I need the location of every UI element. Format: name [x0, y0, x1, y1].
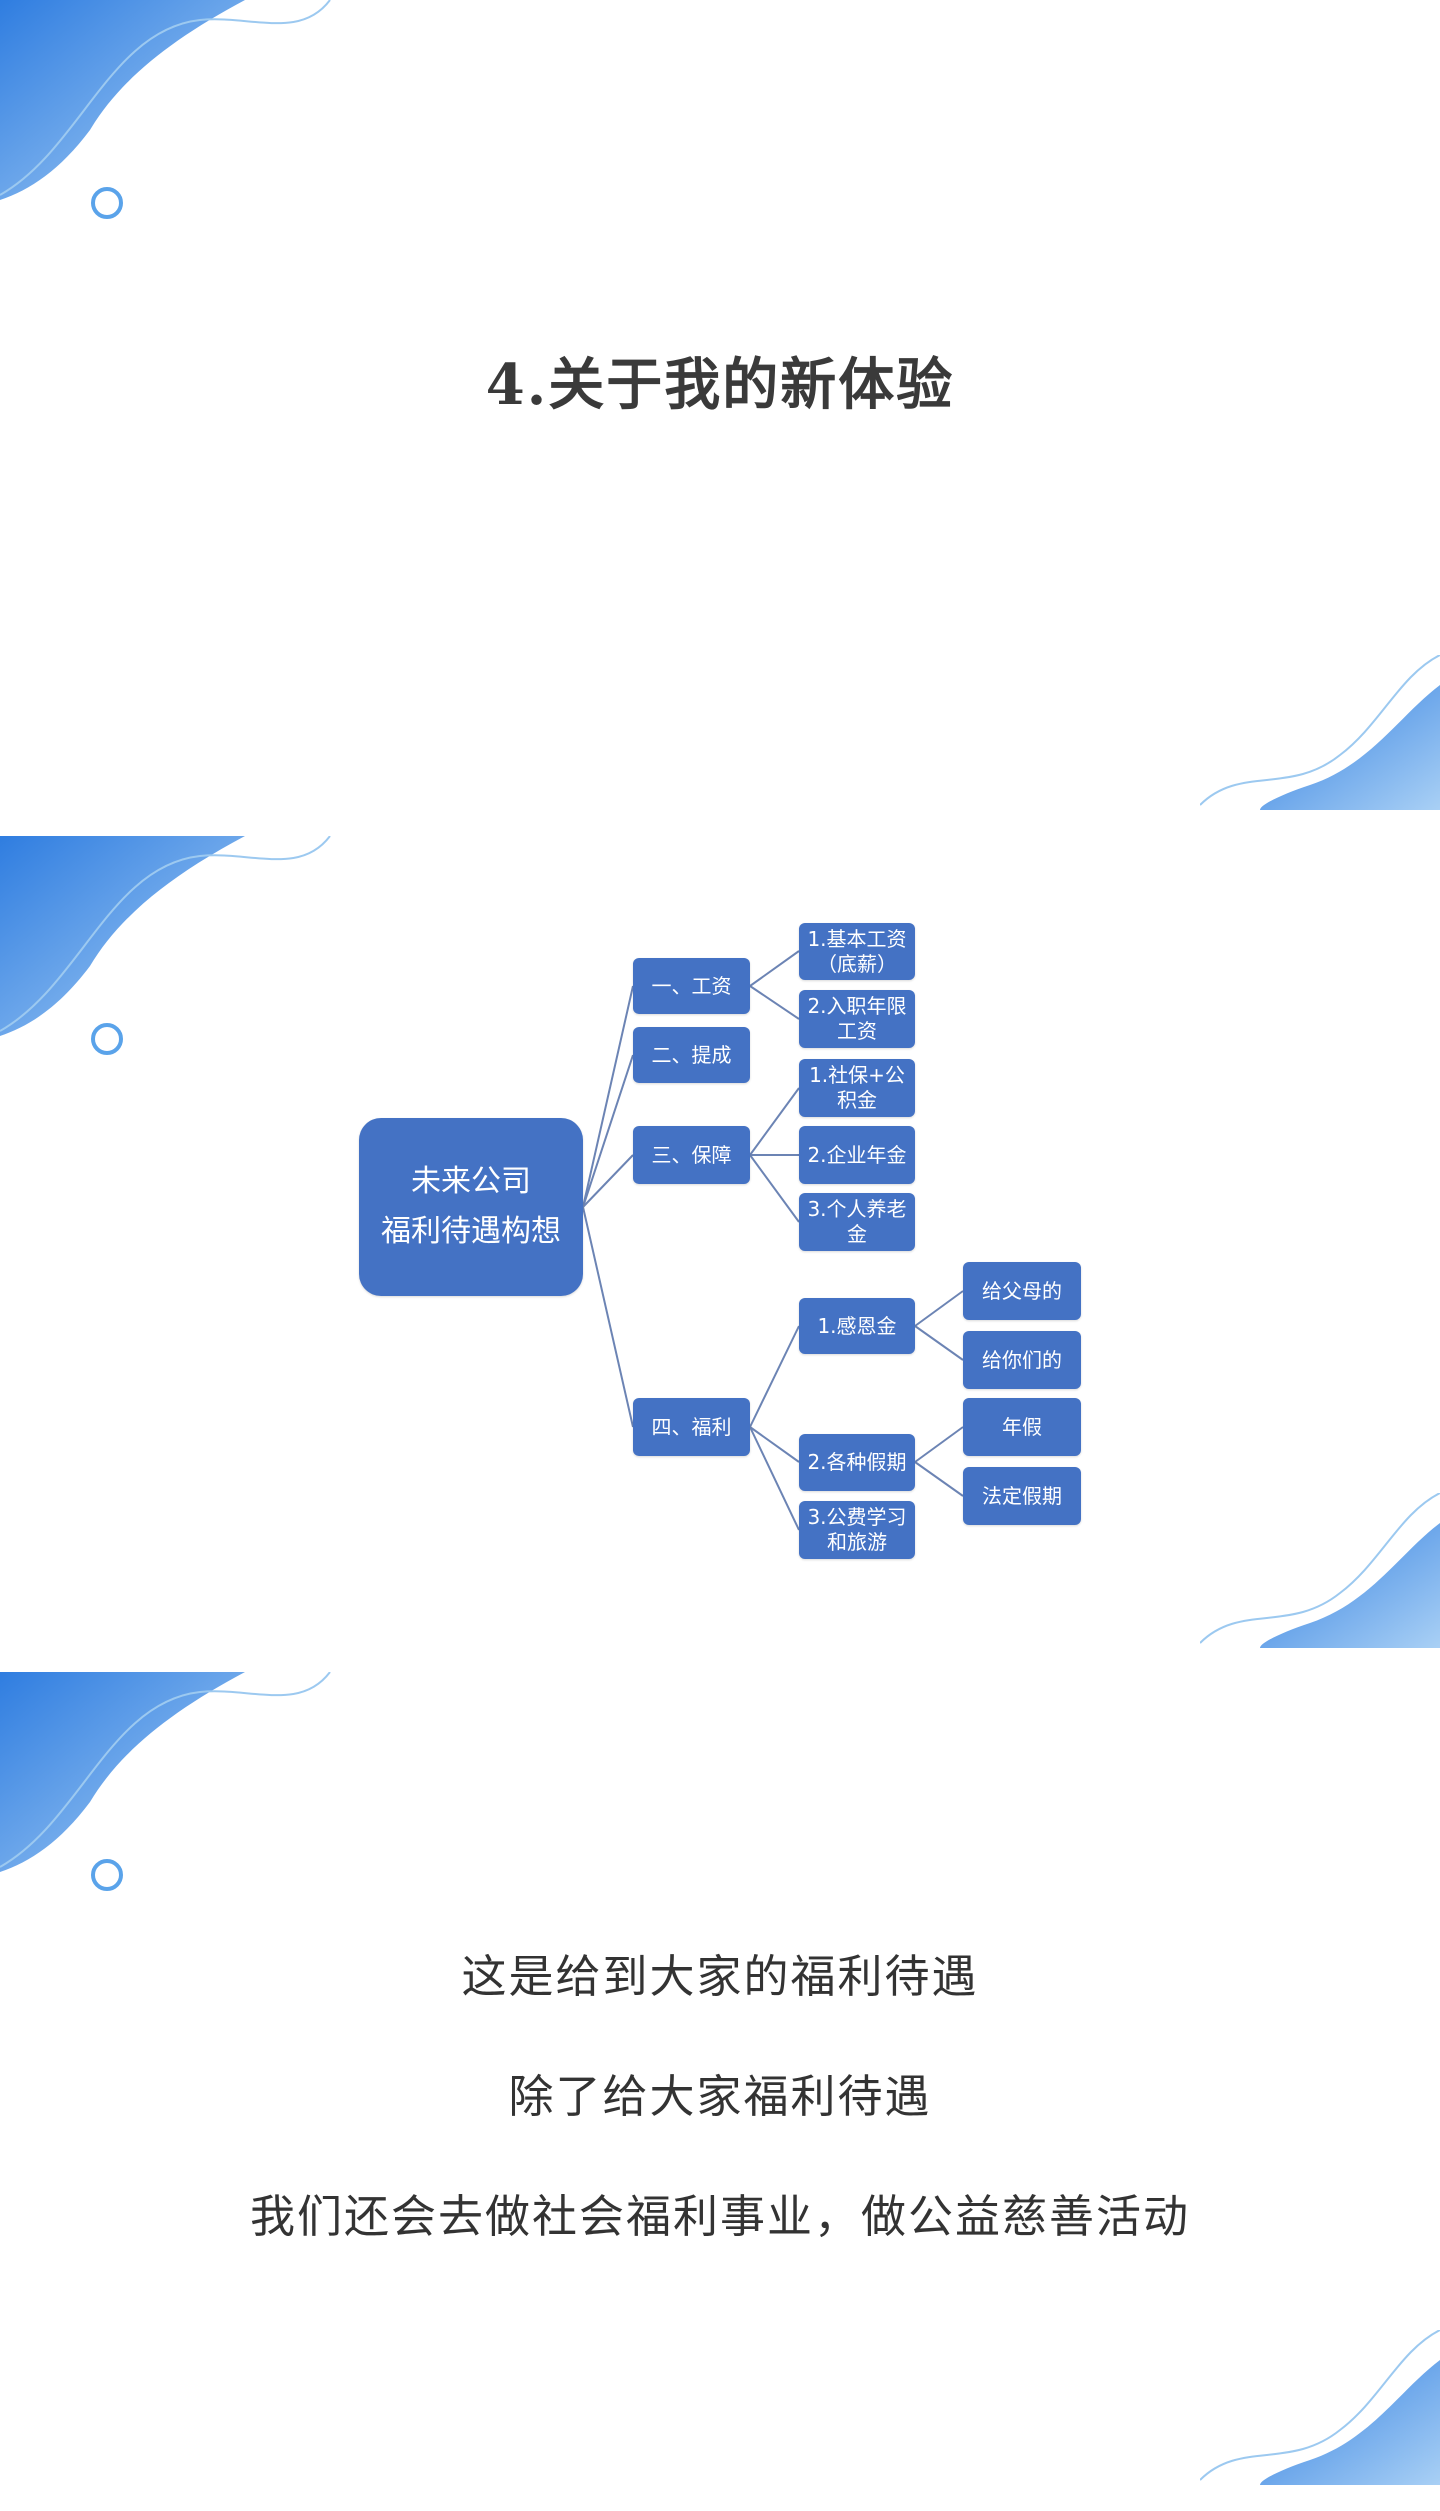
wave-decoration-bottom-right [1200, 1493, 1440, 1648]
mindmap-node-gratitude-fund: 1.感恩金 [799, 1298, 915, 1354]
mindmap-node-salary: 一、工资 [633, 958, 750, 1014]
mindmap-node-for-you: 给你们的 [963, 1331, 1081, 1389]
mindmap-node-study-travel: 3.公费学习和旅游 [799, 1501, 915, 1559]
body-text-line: 我们还会去做社会福利事业，做公益慈善活动 [249, 2190, 1190, 2243]
mindmap-root-node: 未来公司 福利待遇构想 [359, 1118, 583, 1296]
wave-decoration-top-left [0, 836, 331, 1055]
mindmap-node-annual-leave: 年假 [963, 1398, 1081, 1456]
mindmap-node-welfare: 四、福利 [633, 1398, 750, 1456]
mindmap-node-security: 三、保障 [633, 1126, 750, 1184]
wave-decoration-bottom-right [1200, 655, 1440, 810]
mindmap-node-base-salary: 1.基本工资（底薪） [799, 923, 915, 980]
mindmap-node-for-parents: 给父母的 [963, 1262, 1081, 1320]
wave-decoration-bottom-right [1200, 2330, 1440, 2485]
body-text-line: 这是给到大家的福利待遇 [461, 1950, 979, 2003]
wave-decoration-top-left [0, 1672, 331, 1891]
body-text-line: 除了给大家福利待遇 [508, 2070, 932, 2123]
mindmap-node-commission: 二、提成 [633, 1027, 750, 1083]
mindmap-node-social-insurance: 1.社保+公积金 [799, 1059, 915, 1117]
mindmap-node-seniority-pay: 2.入职年限工资 [799, 990, 915, 1048]
mindmap-node-statutory-holidays: 法定假期 [963, 1467, 1081, 1525]
mindmap-node-personal-pension: 3.个人养老金 [799, 1193, 915, 1251]
page-title: 4.关于我的新体验 [485, 352, 955, 418]
mindmap-node-enterprise-annuity: 2.企业年金 [799, 1126, 915, 1184]
wave-decoration-top-left [0, 0, 331, 219]
mindmap-node-holidays: 2.各种假期 [799, 1434, 915, 1491]
